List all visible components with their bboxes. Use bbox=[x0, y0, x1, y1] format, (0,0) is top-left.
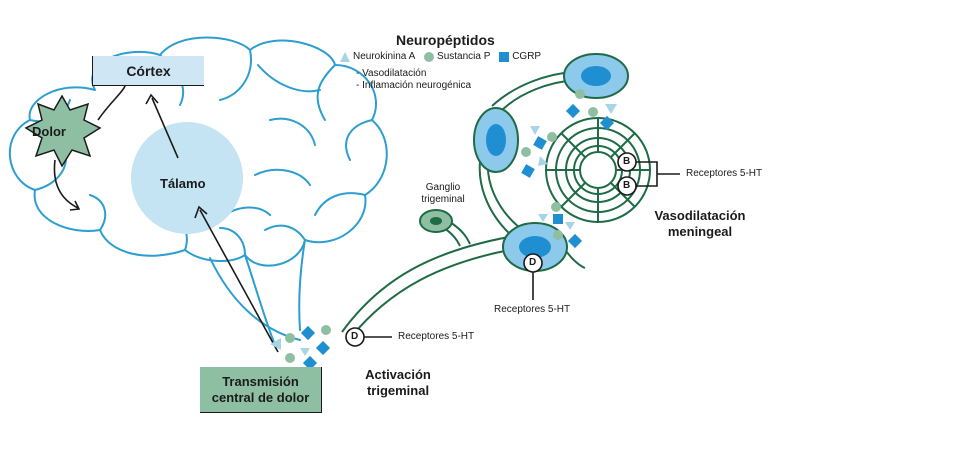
legend-item-cgrp: CGRP bbox=[499, 51, 541, 62]
receptor-label-bottom: Receptores 5-HT bbox=[494, 304, 571, 315]
meningeal-vessel bbox=[545, 117, 651, 223]
receptor-lines bbox=[364, 161, 680, 338]
pain-label: Dolor bbox=[32, 124, 66, 139]
effect-vasodilation: - Vasodilatación bbox=[356, 68, 427, 79]
cortex-box: Córtex bbox=[92, 56, 204, 86]
brain-outline bbox=[8, 36, 388, 346]
legend: Neurokinina A Sustancia P CGRP bbox=[340, 51, 547, 65]
thalamus-label: Tálamo bbox=[160, 176, 206, 191]
central-transmission-box: Transmisión central de dolor bbox=[200, 367, 322, 413]
neuropeptides-title: Neuropéptidos bbox=[396, 32, 495, 48]
receptor-b-top: B bbox=[623, 156, 631, 167]
central-transmission-label: Transmisión central de dolor bbox=[211, 373, 310, 405]
legend-item-sustancia: Sustancia P bbox=[424, 51, 490, 62]
trigeminal-nerve bbox=[341, 71, 586, 337]
legend-item-neurokinina: Neurokinina A bbox=[340, 51, 415, 62]
receptor-label-left: Receptores 5-HT bbox=[398, 331, 475, 342]
receptor-label-right: Receptores 5-HT bbox=[686, 168, 763, 179]
receptor-d-bottom: D bbox=[529, 257, 537, 268]
vasodilation-label: Vasodilatación meningeal bbox=[654, 208, 746, 239]
pain-star-shape bbox=[24, 94, 102, 168]
square-icon bbox=[499, 51, 510, 62]
thalamus-shape bbox=[131, 122, 243, 234]
receptor-markers bbox=[345, 152, 637, 347]
neuron-cells bbox=[419, 53, 629, 272]
effect-inflammation: - Inflamación neurogénica bbox=[356, 80, 472, 91]
triangle-icon bbox=[340, 51, 350, 62]
receptor-d-left: D bbox=[351, 331, 359, 342]
neuropeptide-particles bbox=[270, 89, 617, 371]
circle-icon bbox=[424, 51, 435, 62]
ganglion-label: Ganglio trigeminal bbox=[421, 182, 465, 205]
cortex-label: Córtex bbox=[126, 62, 171, 79]
activation-label: Activación trigeminal bbox=[365, 367, 431, 398]
receptor-b-bottom: B bbox=[623, 180, 631, 191]
